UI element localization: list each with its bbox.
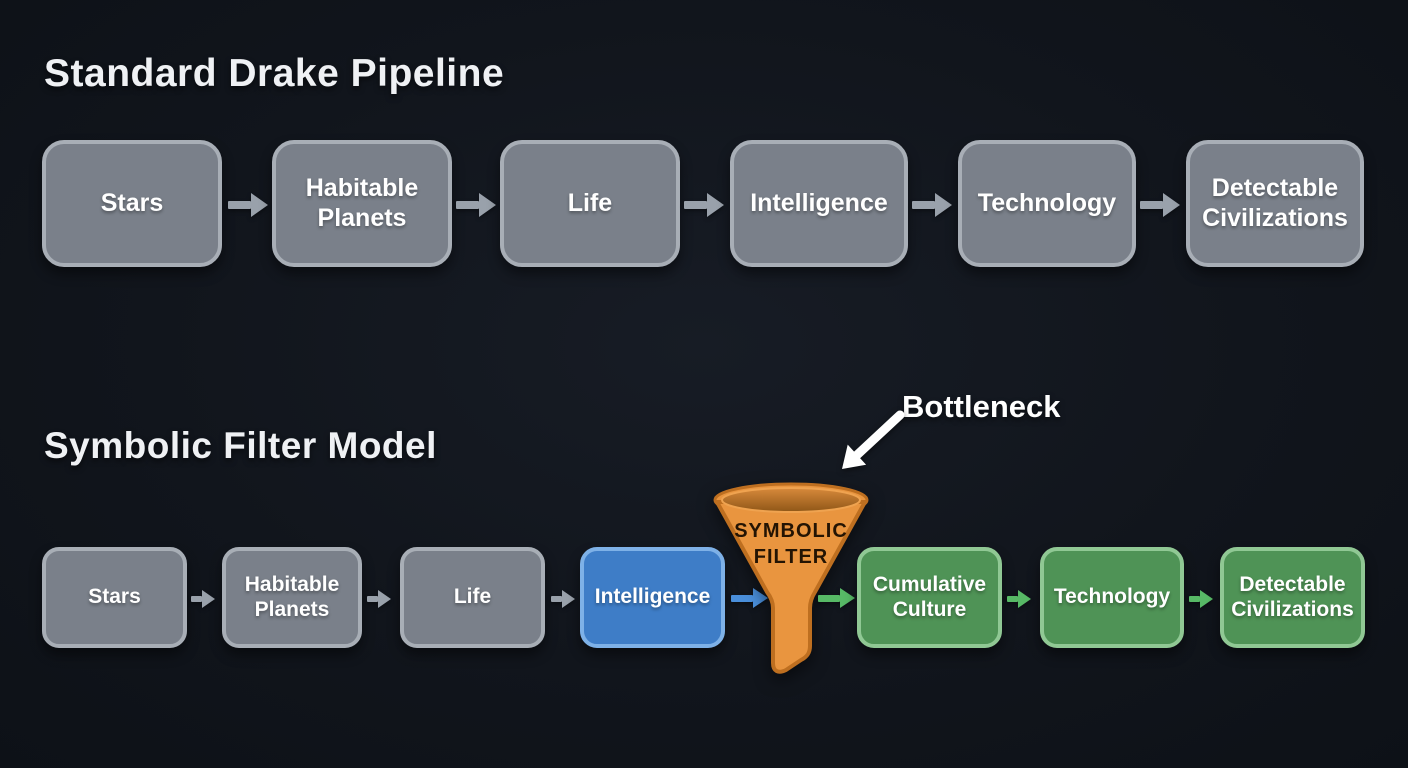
funnel-label-line1: SYMBOLIC [734,520,848,542]
flow-arrow-icon [228,193,268,217]
flow-arrow-icon [1189,590,1213,608]
flow-arrow-icon [684,193,724,217]
flow-arrow-icon [191,590,215,608]
node-label: Life [567,188,613,217]
symbolic-model-title: Symbolic Filter Model [44,425,437,466]
symbolic-node-detectable-civilizations: Detectable Civilizations [1220,547,1365,648]
standard-node-intelligence: Intelligence [730,140,908,267]
flow-arrow-icon [367,590,391,608]
standard-pipeline-title: Standard Drake Pipeline [44,52,505,95]
symbolic-node-stars: Stars [42,547,187,648]
standard-node-stars: Stars [42,140,222,267]
node-label: Life [453,585,492,609]
node-label: Detectable Civilizations [1231,572,1354,621]
node-label: Habitable Planets [305,174,419,232]
node-label: Stars [100,188,164,217]
funnel-label-line2: FILTER [754,546,829,568]
standard-node-habitable-planets: Habitable Planets [272,140,452,267]
symbolic-node-intelligence: Intelligence [580,547,725,648]
symbolic-node-technology: Technology [1040,547,1184,648]
bottleneck-arrow-icon [842,410,905,469]
symbolic-filter-funnel-icon: SYMBOLIC FILTER [713,482,869,674]
symbolic-node-cumulative-culture: Cumulative Culture [857,547,1002,648]
flow-arrow-icon [456,193,496,217]
flow-arrow-icon [1140,193,1180,217]
node-label: Detectable Civilizations [1202,174,1348,232]
node-label: Technology [1053,585,1171,609]
flow-arrow-icon [912,193,952,217]
flow-arrow-icon [818,588,855,608]
symbolic-node-habitable-planets: Habitable Planets [222,547,362,648]
standard-node-technology: Technology [958,140,1136,267]
flow-arrow-icon [731,588,768,608]
flow-arrow-icon [551,590,575,608]
symbolic-node-life: Life [400,547,545,648]
bottleneck-label: Bottleneck [902,389,1061,424]
node-label: Habitable Planets [244,572,340,621]
flow-arrow-icon [1007,590,1031,608]
node-label: Intelligence [594,585,711,609]
standard-node-detectable-civilizations: Detectable Civilizations [1186,140,1364,267]
node-label: Stars [88,585,141,609]
standard-node-life: Life [500,140,680,267]
node-label: Technology [977,188,1117,217]
node-label: Cumulative Culture [872,572,987,621]
node-label: Intelligence [750,188,888,217]
